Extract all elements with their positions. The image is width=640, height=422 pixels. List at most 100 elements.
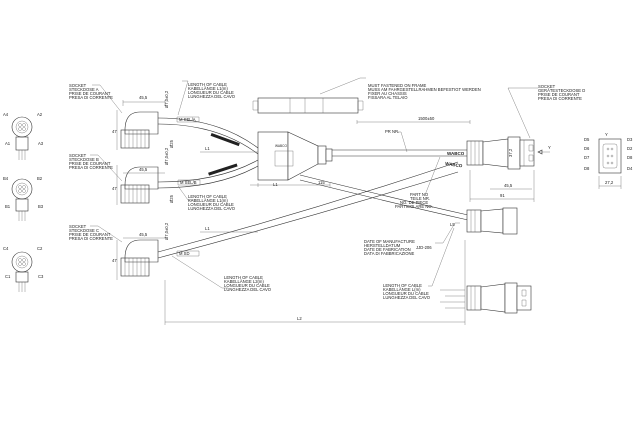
label: LENGTH OF CABLE [188, 194, 227, 199]
socket-a-face-view: A4 A2 A1 A3 [3, 112, 44, 160]
label: LONGUEUR DU CABLE [224, 283, 270, 288]
label: LONGUEUR DU CABLE [383, 291, 429, 296]
pin-label: B2 [37, 176, 43, 181]
label: DATA DI FABBRICAZIONE [364, 251, 415, 256]
label: HERSTELLDATUM [364, 243, 401, 248]
label: LUNGHEZZA DEL CAVO [188, 94, 236, 99]
dimension: Ø7,0±0,2 [164, 222, 169, 240]
cable-tag: M SD [179, 251, 189, 256]
dimension: L1 [273, 182, 278, 187]
dimension: L5 [450, 222, 455, 227]
dimension: 47 [112, 186, 117, 191]
lower-connector-1 [466, 207, 518, 235]
label: PARTICOLARE NO. [395, 204, 433, 209]
pin-label: D8 [584, 166, 590, 171]
label: DATE OF MANUFACTURE [364, 239, 415, 244]
pin-label: B4 [3, 176, 9, 181]
label: LENGTH OF CABLE [224, 275, 263, 280]
label: FISSARA AL TELAIO [368, 95, 408, 100]
socket-b-face-view: B4 B2 B1 B3 [3, 176, 44, 221]
dimension: Ø25 [169, 139, 174, 148]
label: LENGTH OF CABLE [383, 283, 422, 288]
dimension: 91 [500, 193, 505, 198]
socket-d-face-view: Y D5 D6 D7 D8 D3 D2 D8 D4 27,2 [584, 132, 633, 189]
dimension: Ø7,0±0,2 [164, 90, 169, 108]
label: LONGUEUR DU CABLE [188, 90, 234, 95]
pin-label: C1 [5, 274, 11, 279]
wabco-marking: WABCO [445, 161, 463, 168]
pin-label: C4 [3, 246, 9, 251]
label: SOCKET [538, 84, 556, 89]
label: PRESA DI CORRENTE [538, 96, 582, 101]
label: PART NO [410, 192, 429, 197]
view-marker: Y [548, 145, 551, 150]
dimension: 115 [318, 180, 325, 185]
box-marking: WABCO [275, 144, 287, 148]
cable-tag: M SEL/B [180, 180, 197, 185]
pin-label: D3 [627, 137, 633, 142]
label: STECKDOSE A [69, 87, 99, 92]
label: SOCKET [69, 153, 87, 158]
pin-label: C2 [37, 246, 43, 251]
view-marker: Y [605, 132, 608, 137]
dimension: 45,5 [139, 232, 148, 237]
cable-marking [210, 132, 240, 147]
pin-label: B1 [5, 204, 11, 209]
label: PR NR. [385, 129, 399, 134]
label: GERÄTESTECKDOSE D [538, 88, 585, 93]
label: DATE DE FABRICATION [364, 247, 411, 252]
label: PRISE DE COURANT [69, 232, 111, 237]
label: SOCKET [69, 83, 87, 88]
label: FIXER AU CHASSIS [368, 91, 407, 96]
label: LUNGHEZZA DEL CAVO [383, 295, 431, 300]
date-code: JJD-206 [416, 245, 432, 250]
dimension: 37,2 [508, 148, 513, 157]
label: PRISE DE COURANT [538, 92, 580, 97]
connector-b-side: SOCKET STECKDOSE B PRISE DE COURANT PRES… [69, 147, 236, 211]
label: PRESA DI CORRENTE [69, 165, 113, 170]
label: LUNGHEZZA DEL CAVO [188, 206, 236, 211]
label: PRISE DE COURANT [69, 91, 111, 96]
label: PRISE DE COURANT [69, 161, 111, 166]
label: KABELLÄNGE L(m) [383, 287, 421, 292]
pin-label: A4 [3, 112, 9, 117]
dimension: 47 [112, 258, 117, 263]
dimension: 45,5 [139, 95, 148, 100]
label: KABELLÄNGE L1(m) [188, 86, 228, 91]
dimension: Ø25 [169, 194, 174, 203]
dimension: 47 [112, 129, 117, 134]
label: TEILE NR. [410, 196, 430, 201]
dimension: 27,2 [605, 180, 614, 185]
pin-label: D2 [627, 146, 633, 151]
wabco-marking: WABCO [447, 151, 465, 156]
pin-label: D5 [584, 137, 590, 142]
label: KABELLÄNGE L1(m) [188, 198, 228, 203]
pin-label: D6 [584, 146, 590, 151]
dimension: L1 [205, 226, 210, 231]
pin-label: D4 [627, 166, 633, 171]
lower-connector-2 [466, 282, 532, 314]
pin-label: D8 [627, 155, 633, 160]
label: MUST FASTENED ON FRAME [368, 83, 427, 88]
label: PRESA DI CORRENTE [69, 95, 113, 100]
dimension: L2 [297, 316, 302, 321]
label: SOCKET [69, 224, 87, 229]
cable-marking [208, 163, 238, 176]
label: MUSS AM FAHRGESTELLRAHMEN BEFESTIGT WERD… [368, 87, 481, 92]
cable-tag: M SEL/A [179, 117, 196, 122]
dimension: 45,5 [139, 167, 148, 172]
dimension: L1 [205, 146, 210, 151]
pin-label: A3 [38, 141, 44, 146]
junction-box: WABCO 115 L1 L1 L1 [200, 131, 333, 233]
main-cable-labels: 1500±50 PR NR. WABCO WABCO PART NO TEILE… [164, 116, 471, 325]
label: LENGTH OF CABLE [188, 82, 227, 87]
connector-c-side: SOCKET STECKDOSE C PRISE DE COURANT PRES… [69, 222, 272, 292]
dimension: Ø7,0±0,2 [164, 147, 169, 165]
connector-a-side: SOCKET STECKDOSE A PRISE DE COURANT PRES… [69, 80, 236, 150]
label: PRESA DI CORRENTE [69, 236, 113, 241]
label: LUNGHEZZA DEL CAVO [224, 287, 272, 292]
dimension: 1500±50 [418, 116, 435, 121]
frame-clamp: MUST FASTENED ON FRAME MUSS AM FAHRGESTE… [252, 77, 481, 114]
connector-d-side: Y 37,2 45,5 91 SOCKET GERÄTESTECKDOSE D … [466, 84, 585, 202]
